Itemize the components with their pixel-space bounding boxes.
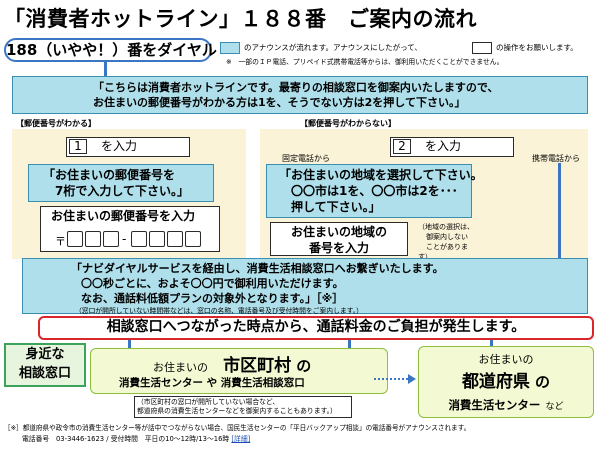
prefecture-center-box: お住まいの 都道府県 の 消費生活センター など [418, 346, 594, 418]
postal-input-label: お住まいの郵便番号を入力 [51, 209, 196, 223]
postal-mark-icon: 〒 [55, 235, 66, 248]
press-1-label: を入力 [101, 139, 138, 153]
postal-digit-3[interactable] [103, 231, 119, 247]
left-announce-line-1: 「お住まいの郵便番号を [43, 168, 176, 182]
left-branch-header: 【郵便番号がわかる】 [16, 119, 96, 128]
navi-line-3: なお、通話料低額プランの対象外となります。」［※］ [81, 292, 344, 305]
postal-digit-5[interactable] [149, 231, 165, 247]
legend-operation-swatch [472, 42, 492, 54]
area-note-line-3: ことがありま [426, 243, 468, 251]
local-label-line-1: 身近な [25, 347, 65, 362]
legend-operation-text: の操作をお願いします。 [496, 43, 578, 52]
city-big: 市区町村 [223, 356, 292, 376]
area-note-line-1: （地域の選択は、 [418, 223, 474, 231]
right-announce-line-1: 「お住まいの地域を選択して下さい。 [279, 168, 483, 182]
mobile-phone-label: 携帯電話から [532, 154, 580, 163]
footer-phone: 電話番号 03-3446-1623 / 受付時間 平日の10～12時/13～16… [22, 435, 230, 443]
city-note-box: （市区町村の窓口が開所していない場合など、 都道府県の消費生活センターなどを御案… [134, 396, 352, 418]
legend-announcement-text: のアナウンスが流れます。アナウンスにしたがって、 [244, 43, 422, 52]
legend-announcement-swatch [220, 42, 240, 54]
postal-digit-2[interactable] [85, 231, 101, 247]
city-suffix: の [296, 357, 312, 375]
pref-line-3: 消費生活センター [448, 398, 541, 412]
pref-suffix: の [535, 373, 551, 391]
left-announcement-box: 「お住まいの郵便番号を 7桁で入力して下さい。」 [28, 164, 214, 202]
footer-line-2: 電話番号 03-3446-1623 / 受付時間 平日の10～12時/13～16… [22, 434, 250, 444]
intro-line-2: お住まいの郵便番号がわかる方は1を、そうでない方は2を押して下さい。」 [93, 96, 466, 109]
postal-digit-7[interactable] [185, 231, 201, 247]
fixed-phone-label: 固定電話から [282, 154, 330, 163]
details-link[interactable]: [詳細] [231, 435, 251, 443]
navi-note: （窓口が開所していない時間帯などは、窓口の名称、電話番号及び受付時間をご案内しま… [75, 307, 363, 315]
press-1-key: 1 [69, 139, 87, 154]
navi-line-2: 〇〇秒ごとに、およそ〇〇円で御利用いただけます。 [81, 277, 344, 290]
navi-line-1: 「ナビダイヤルサービスを経由し、消費生活相談窓口へお繋ぎいたします。 [71, 262, 444, 275]
press-1-button[interactable]: 1 を入力 [66, 137, 190, 157]
city-line-2: 消費生活センター や 消費生活相談窓口 [119, 377, 305, 389]
area-note-line-4: す） [418, 253, 432, 261]
navi-announcement-box: 「ナビダイヤルサービスを経由し、消費生活相談窓口へお繋ぎいたします。 〇〇秒ごと… [22, 258, 588, 315]
arrow-line-2 [348, 340, 351, 352]
postal-dash: - [122, 232, 127, 246]
dotted-arrow-line [374, 378, 408, 380]
press-2-button[interactable]: 2 を入力 [390, 137, 514, 157]
arrow-line-3 [490, 340, 493, 348]
pref-prefix: お住まいの [478, 353, 534, 366]
pref-big: 都道府県 [461, 372, 530, 392]
local-label-line-2: 相談窓口 [18, 366, 71, 381]
page-title: 「消費者ホットライン」１８８番 ご案内の流れ [4, 7, 477, 31]
postal-input-box[interactable]: お住まいの郵便番号を入力 〒 - [40, 206, 220, 252]
arrow-line-1 [128, 340, 131, 352]
city-center-box: お住まいの 市区町村 の 消費生活センター や 消費生活相談窓口 [90, 348, 388, 394]
mobile-path-line [558, 163, 561, 259]
arrow-right-icon [408, 374, 416, 384]
area-input-line-1: お住まいの地域の [290, 225, 387, 239]
press-2-label: を入力 [425, 139, 462, 153]
local-consult-label: 身近な 相談窓口 [4, 343, 86, 387]
city-prefix: お住まいの [153, 361, 208, 374]
area-input-box[interactable]: お住まいの地域の 番号を入力 [270, 222, 408, 256]
charge-notice-bar: 相談窓口へつながった時点から、通話料金のご負担が発生します。 [38, 316, 594, 340]
legend-note: ※ 一部のＩＰ電話、プリペイド式携帯電話等からは、御利用いただくことができません… [226, 58, 504, 66]
right-announce-line-2: 〇〇市は1を、〇〇市は2を･･･ [291, 184, 458, 198]
right-announce-line-3: 押して下さい。」 [291, 200, 381, 214]
right-branch-header: 【郵便番号がわからない】 [300, 119, 396, 128]
city-note-line-1: （市区町村の窓口が開所していない場合など、 [137, 398, 280, 406]
intro-announcement-box: 「こちらは消費者ホットラインです。最寄りの相談窓口を御案内いたしますので、 お住… [12, 76, 588, 114]
postal-digit-6[interactable] [167, 231, 183, 247]
right-announcement-box: 「お住まいの地域を選択して下さい。 〇〇市は1を、〇〇市は2を･･･ 押して下さ… [266, 164, 483, 218]
intro-line-1: 「こちらは消費者ホットラインです。最寄りの相談窓口を御案内いたしますので、 [93, 81, 499, 94]
postal-digit-4[interactable] [131, 231, 147, 247]
press-2-key: 2 [393, 139, 411, 154]
footer-line-1: ［※］都道府県や政令市の消費生活センター等が話中でつながらない場合、国民生活セン… [4, 424, 471, 432]
area-note-line-2: 御案内しない [426, 233, 468, 241]
left-announce-line-2: 7桁で入力して下さい。」 [55, 184, 189, 198]
area-note: （地域の選択は、 御案内しない ことがありま す） [418, 222, 474, 262]
pref-line-3-suffix: など [545, 402, 564, 412]
dial-188-pill: 188（いやや！）番をダイヤル [4, 38, 217, 62]
area-input-line-2: 番号を入力 [308, 241, 369, 255]
city-note-line-2: 都道府県の消費生活センターなどを御案内することもあります。） [137, 407, 337, 415]
postal-digit-1[interactable] [67, 231, 83, 247]
connector-line [104, 62, 107, 76]
